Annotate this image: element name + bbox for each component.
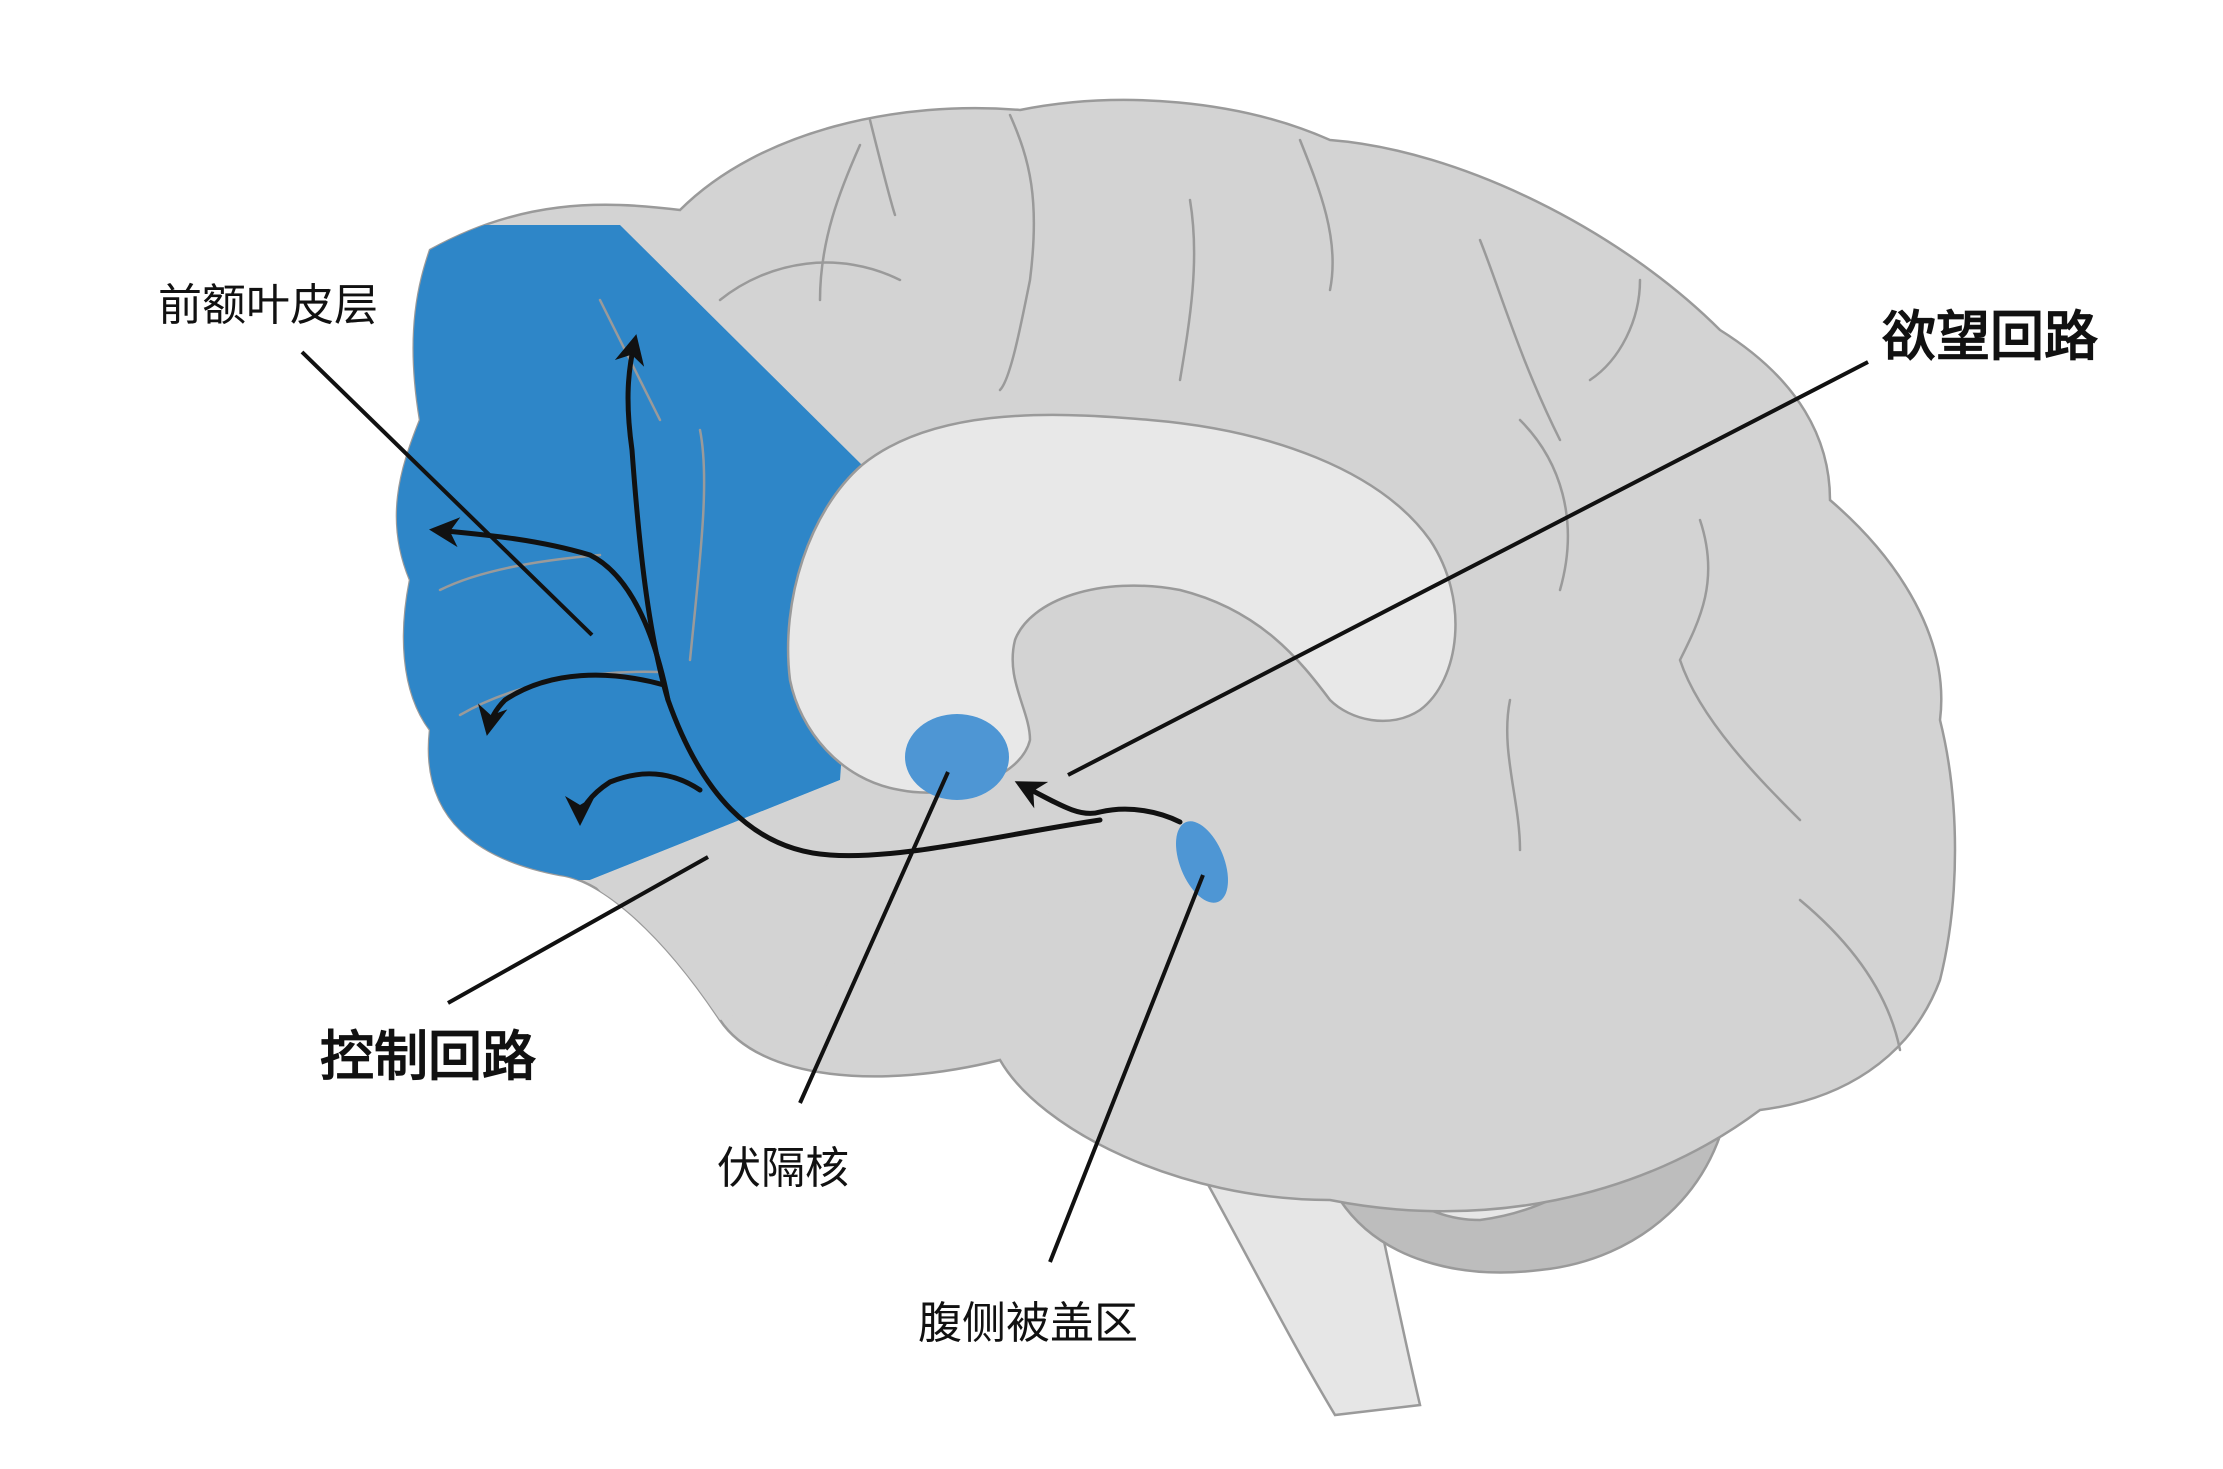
corpus-callosum [786,413,1457,794]
leader-vta [1048,874,1205,1263]
nucleus-accumbens-label: 伏隔核 [717,1143,849,1194]
desire-circuit-label: 欲望回路 [1881,305,2099,368]
gray-wedge-lower [590,780,1090,1020]
leader-lines [300,350,1869,1263]
leader-nucleus [798,771,950,1104]
leader-prefrontal [300,350,594,637]
nucleus-accumbens-spot [905,714,1009,800]
leader-control [447,855,709,1005]
control-circuit-label: 控制回路 [320,1025,537,1088]
prefrontal-cortex-label: 前额叶皮层 [158,280,378,331]
control-pathways [429,334,1183,859]
sulci [438,113,1902,1052]
ventral-tegmental-area-label: 腹侧被盖区 [918,1298,1138,1349]
leader-desire [1067,360,1869,777]
ventral-tegmental-area-spot [1176,821,1228,903]
